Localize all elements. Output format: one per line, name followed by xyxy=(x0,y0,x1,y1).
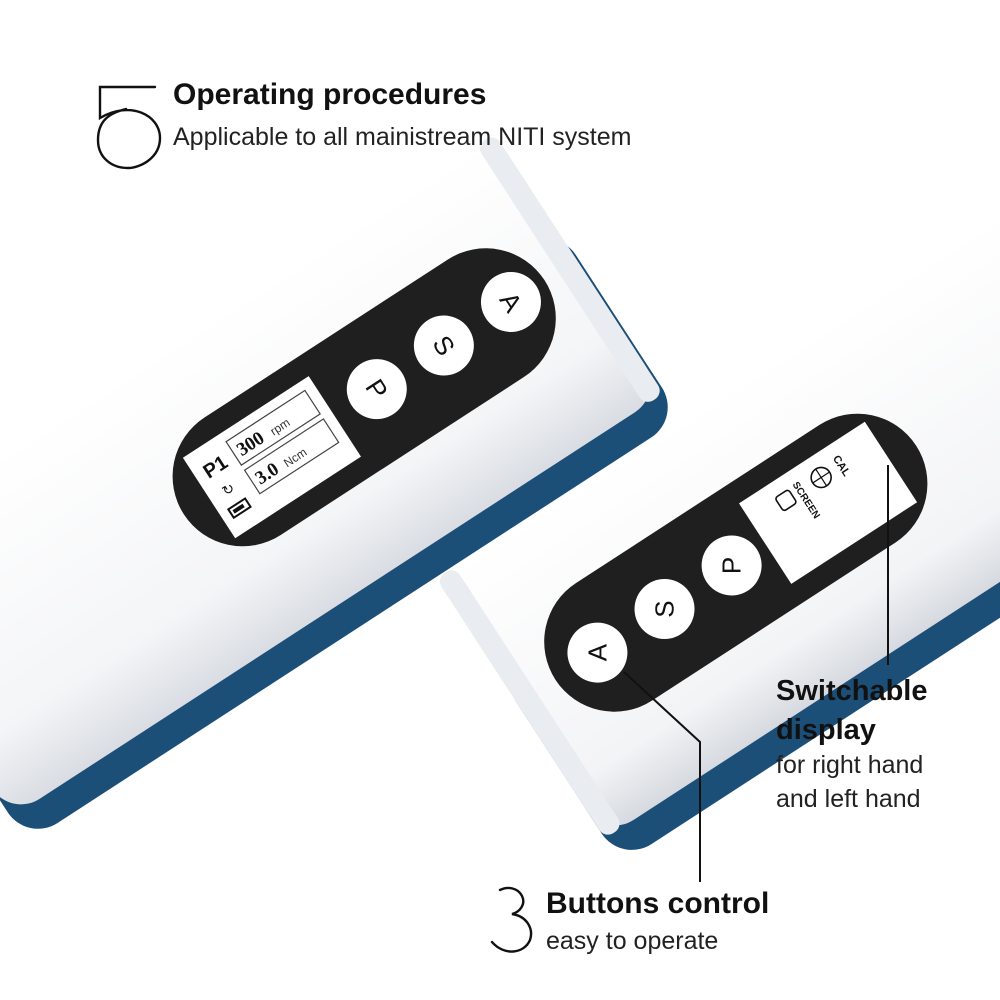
button-p-left[interactable]: P xyxy=(335,348,418,431)
operating-procedures-subtitle: Applicable to all mainistream NITI syste… xyxy=(173,123,632,151)
callout-line-buttons xyxy=(623,671,701,882)
switchable-display-title-line2: display xyxy=(776,714,876,746)
handpiece-right: A S P CAL SCREEN xyxy=(439,166,1000,850)
screen-rotate-icon xyxy=(775,489,797,512)
svg-text:A: A xyxy=(582,643,612,661)
operating-procedures-title: Operating procedures xyxy=(173,78,487,111)
handpiece-left: P1 ↻ 300 rpm 3.0 Ncm P S A xyxy=(0,137,668,829)
switchable-display-title-line1: Switchable xyxy=(776,675,928,707)
button-p-right[interactable]: P xyxy=(690,524,773,607)
switchable-display-subtitle-line2: and left hand xyxy=(776,785,921,813)
handpiece-right-screen xyxy=(739,421,918,584)
battery-icon xyxy=(226,497,252,520)
button-s-right[interactable]: S xyxy=(623,568,706,651)
five-icon xyxy=(96,85,162,170)
button-s-left[interactable]: S xyxy=(402,304,485,387)
three-icon xyxy=(490,886,533,953)
buttons-control-subtitle: easy to operate xyxy=(546,927,719,955)
buttons-control-title: Buttons control xyxy=(546,887,770,920)
button-a-left[interactable]: A xyxy=(469,260,552,343)
svg-text:P: P xyxy=(717,557,747,574)
switchable-display-subtitle-line1: for right hand xyxy=(776,751,924,779)
svg-text:S: S xyxy=(650,600,680,617)
button-a-right[interactable]: A xyxy=(556,611,639,694)
